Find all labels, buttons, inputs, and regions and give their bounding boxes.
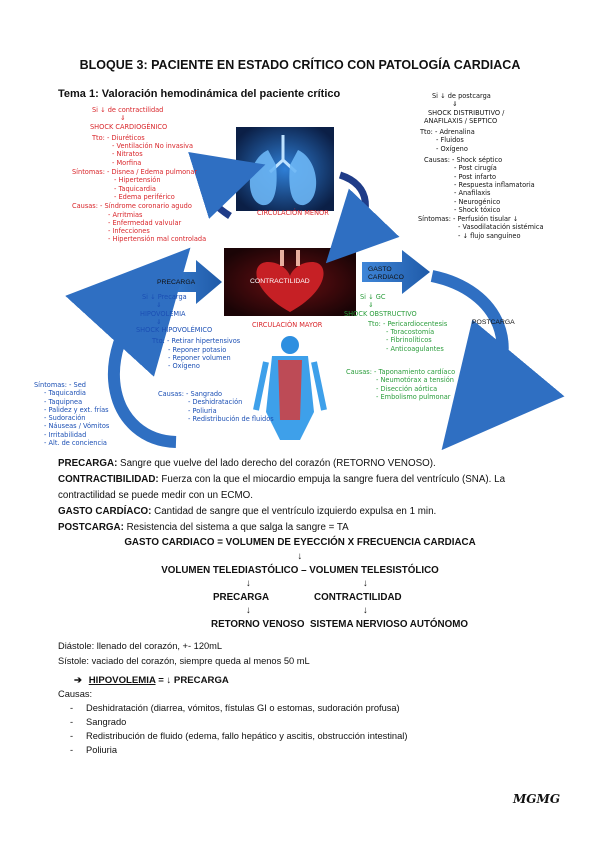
formula-arrow-1: ↓ (297, 551, 303, 562)
shock-hipovolemico-notes: Si ↓ Precarga ⇓ HIPOVOLEMIA ⇓ SHOCK HIPO… (136, 293, 241, 371)
shock-cardiogenico-notes: Si ↓ de contractilidad ⇓ SHOCK CARDIOGÉN… (72, 106, 207, 244)
contractilidad-label: CONTRACTILIDAD (250, 278, 310, 285)
formula-line-1: GASTO CARDIACO = VOLUMEN DE EYECCIÓN X F… (124, 537, 476, 548)
postcarga-label: POSTCARGA (472, 319, 515, 326)
formula-contractilidad: CONTRACTILIDAD (314, 592, 402, 603)
obstructivo-causas: Causas: - Taponamiento cardíaco - Neumot… (346, 368, 456, 401)
arrow-from-lungs (325, 171, 400, 264)
arrow-right-icon: ➔ (74, 675, 83, 686)
formula-arrow-3a: ↓ (246, 605, 251, 616)
definition-precarga: PRECARGA: Sangre que vuelve del lado der… (58, 458, 436, 469)
list-item: -Sangrado (70, 717, 127, 727)
definition-gasto-cardiaco: GASTO CARDÍACO: Cantidad de sangre que e… (58, 506, 437, 517)
formula-sna: SISTEMA NERVIOSO AUTÓNOMO (310, 619, 469, 630)
circulacion-menor-label: CIRCULACIÓN MENOR (257, 209, 329, 217)
list-item: -Poliuria (70, 745, 118, 755)
postcarga-arc (430, 270, 565, 451)
list-item: -Redistribución de fluido (edema, fallo … (70, 731, 408, 741)
section-subtitle: Tema 1: Valoración hemodinámica del paci… (58, 88, 341, 100)
sistole-note: Sístole: vaciado del corazón, siempre qu… (58, 656, 310, 666)
shock-obstructivo-notes: Si ↓ GC ⇓ SHOCK OBSTRUCTIVO Tto: - Peric… (344, 293, 448, 353)
body-circulation-illustration (250, 336, 330, 442)
causas-label: Causas: (58, 689, 93, 699)
definition-postcarga: POSTCARGA: Resistencia del sistema a que… (58, 522, 349, 533)
definition-contractibilidad: CONTRACTIBILIDAD: Fuerza con la que el m… (58, 474, 506, 501)
circulacion-mayor-label: CIRCULACIÓN MAYOR (252, 321, 323, 329)
formula-arrow-3b: ↓ (363, 605, 368, 616)
hipovolemico-sintomas: Síntomas: - Sed - Taquicardia - Taquipne… (34, 381, 110, 448)
page-title: BLOQUE 3: PACIENTE EN ESTADO CRÍTICO CON… (79, 58, 521, 72)
hemodynamics-diagram (65, 127, 565, 451)
lungs-illustration (236, 127, 334, 211)
formula-retorno-venoso: RETORNO VENOSO (211, 619, 305, 630)
gasto-arrow (362, 250, 430, 294)
signature: MGMG (513, 792, 561, 806)
venous-return-arc (65, 247, 191, 448)
formula-precarga: PRECARGA (213, 592, 270, 603)
formula-arrow-2a: ↓ (246, 578, 251, 589)
precarga-label: PRECARGA (157, 279, 196, 286)
shock-distributivo-notes: Si ↓ de postcarga ⇓ SHOCK DISTRIBUTIVO /… (418, 92, 544, 240)
hipovolemico-causas: Causas: - Sangrado - Deshidratación - Po… (158, 390, 274, 423)
diastole-note: Diástole: llenado del corazón, +- 120mL (58, 641, 223, 651)
formula-arrow-2b: ↓ (363, 578, 368, 589)
arrow-to-lungs (188, 152, 266, 219)
gasto-cardiaco-label: GASTO CARDIACO (368, 266, 404, 282)
definitions-block: PRECARGA: Sangre que vuelve del lado der… (58, 456, 558, 536)
hipovolemia-heading: ➔ HIPOVOLEMIA = ↓ PRECARGA (74, 675, 229, 686)
formula-line-2: VOLUMEN TELEDIASTÓLICO – VOLUMEN TELESIS… (161, 565, 439, 576)
list-item: -Deshidratación (diarrea, vómitos, fístu… (70, 703, 400, 713)
